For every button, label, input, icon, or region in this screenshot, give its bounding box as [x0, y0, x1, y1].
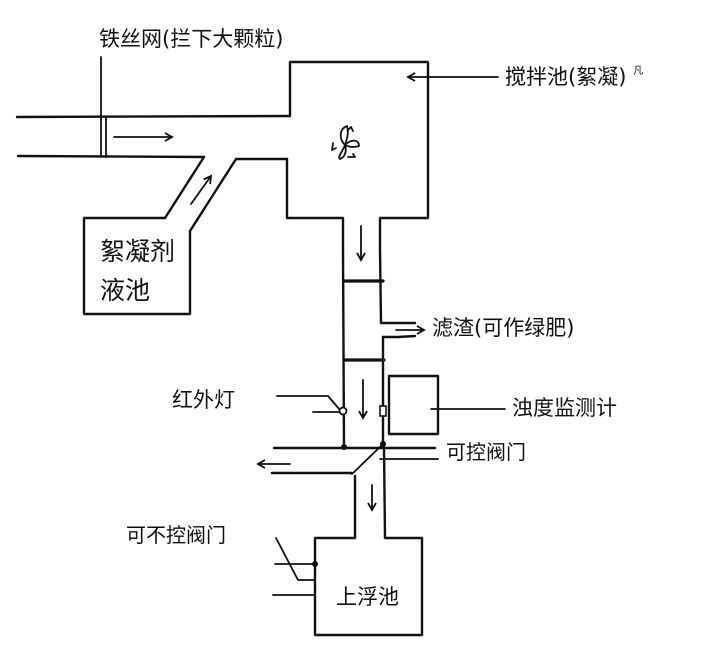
flocculant-feed-pipe [163, 155, 238, 233]
flotation-feed-pipe [353, 445, 387, 540]
filter-residue-label: 滤渣(可作绿肥) [432, 316, 575, 340]
wire-mesh-label: 铁丝网(拦下大颗粒) [99, 27, 284, 51]
infrared-lamp-label: 红外灯 [172, 388, 235, 412]
wire-mesh [100, 56, 107, 158]
residue-outlet [379, 321, 426, 339]
turbidity-meter-label: 浊度监测计 [512, 396, 617, 420]
flocculant-tank [82, 216, 192, 316]
flocculant-tank-label: 絮凝剂 液池 [100, 233, 175, 311]
flotation-tank [313, 536, 424, 637]
mixing-tank-label: 搅拌池(絮凝) 凡 [505, 67, 643, 88]
flotation-tank-label: 上浮池 [336, 585, 399, 609]
uncontrollable-valve [272, 537, 318, 596]
mixing-tank-label-text: 搅拌池(絮凝) [505, 65, 627, 89]
turbidity-meter [379, 374, 506, 436]
controllable-valve [270, 441, 439, 475]
infrared-lamp [276, 395, 348, 416]
mixing-tank-lower-left [285, 157, 345, 252]
mixing-tank [288, 60, 430, 252]
fan-icon [331, 125, 360, 160]
flocculant-tank-label-line1: 絮凝剂 [100, 237, 176, 266]
mixing-tank-note: 凡 [633, 66, 644, 77]
flocculant-flow-arrow [190, 174, 213, 205]
uncontrollable-valve-label: 可不控阀门 [126, 523, 226, 547]
flocculant-tank-label-line2: 液池 [100, 275, 151, 305]
inlet-pipe [15, 114, 292, 161]
controllable-valve-label: 可控阀门 [446, 440, 526, 464]
